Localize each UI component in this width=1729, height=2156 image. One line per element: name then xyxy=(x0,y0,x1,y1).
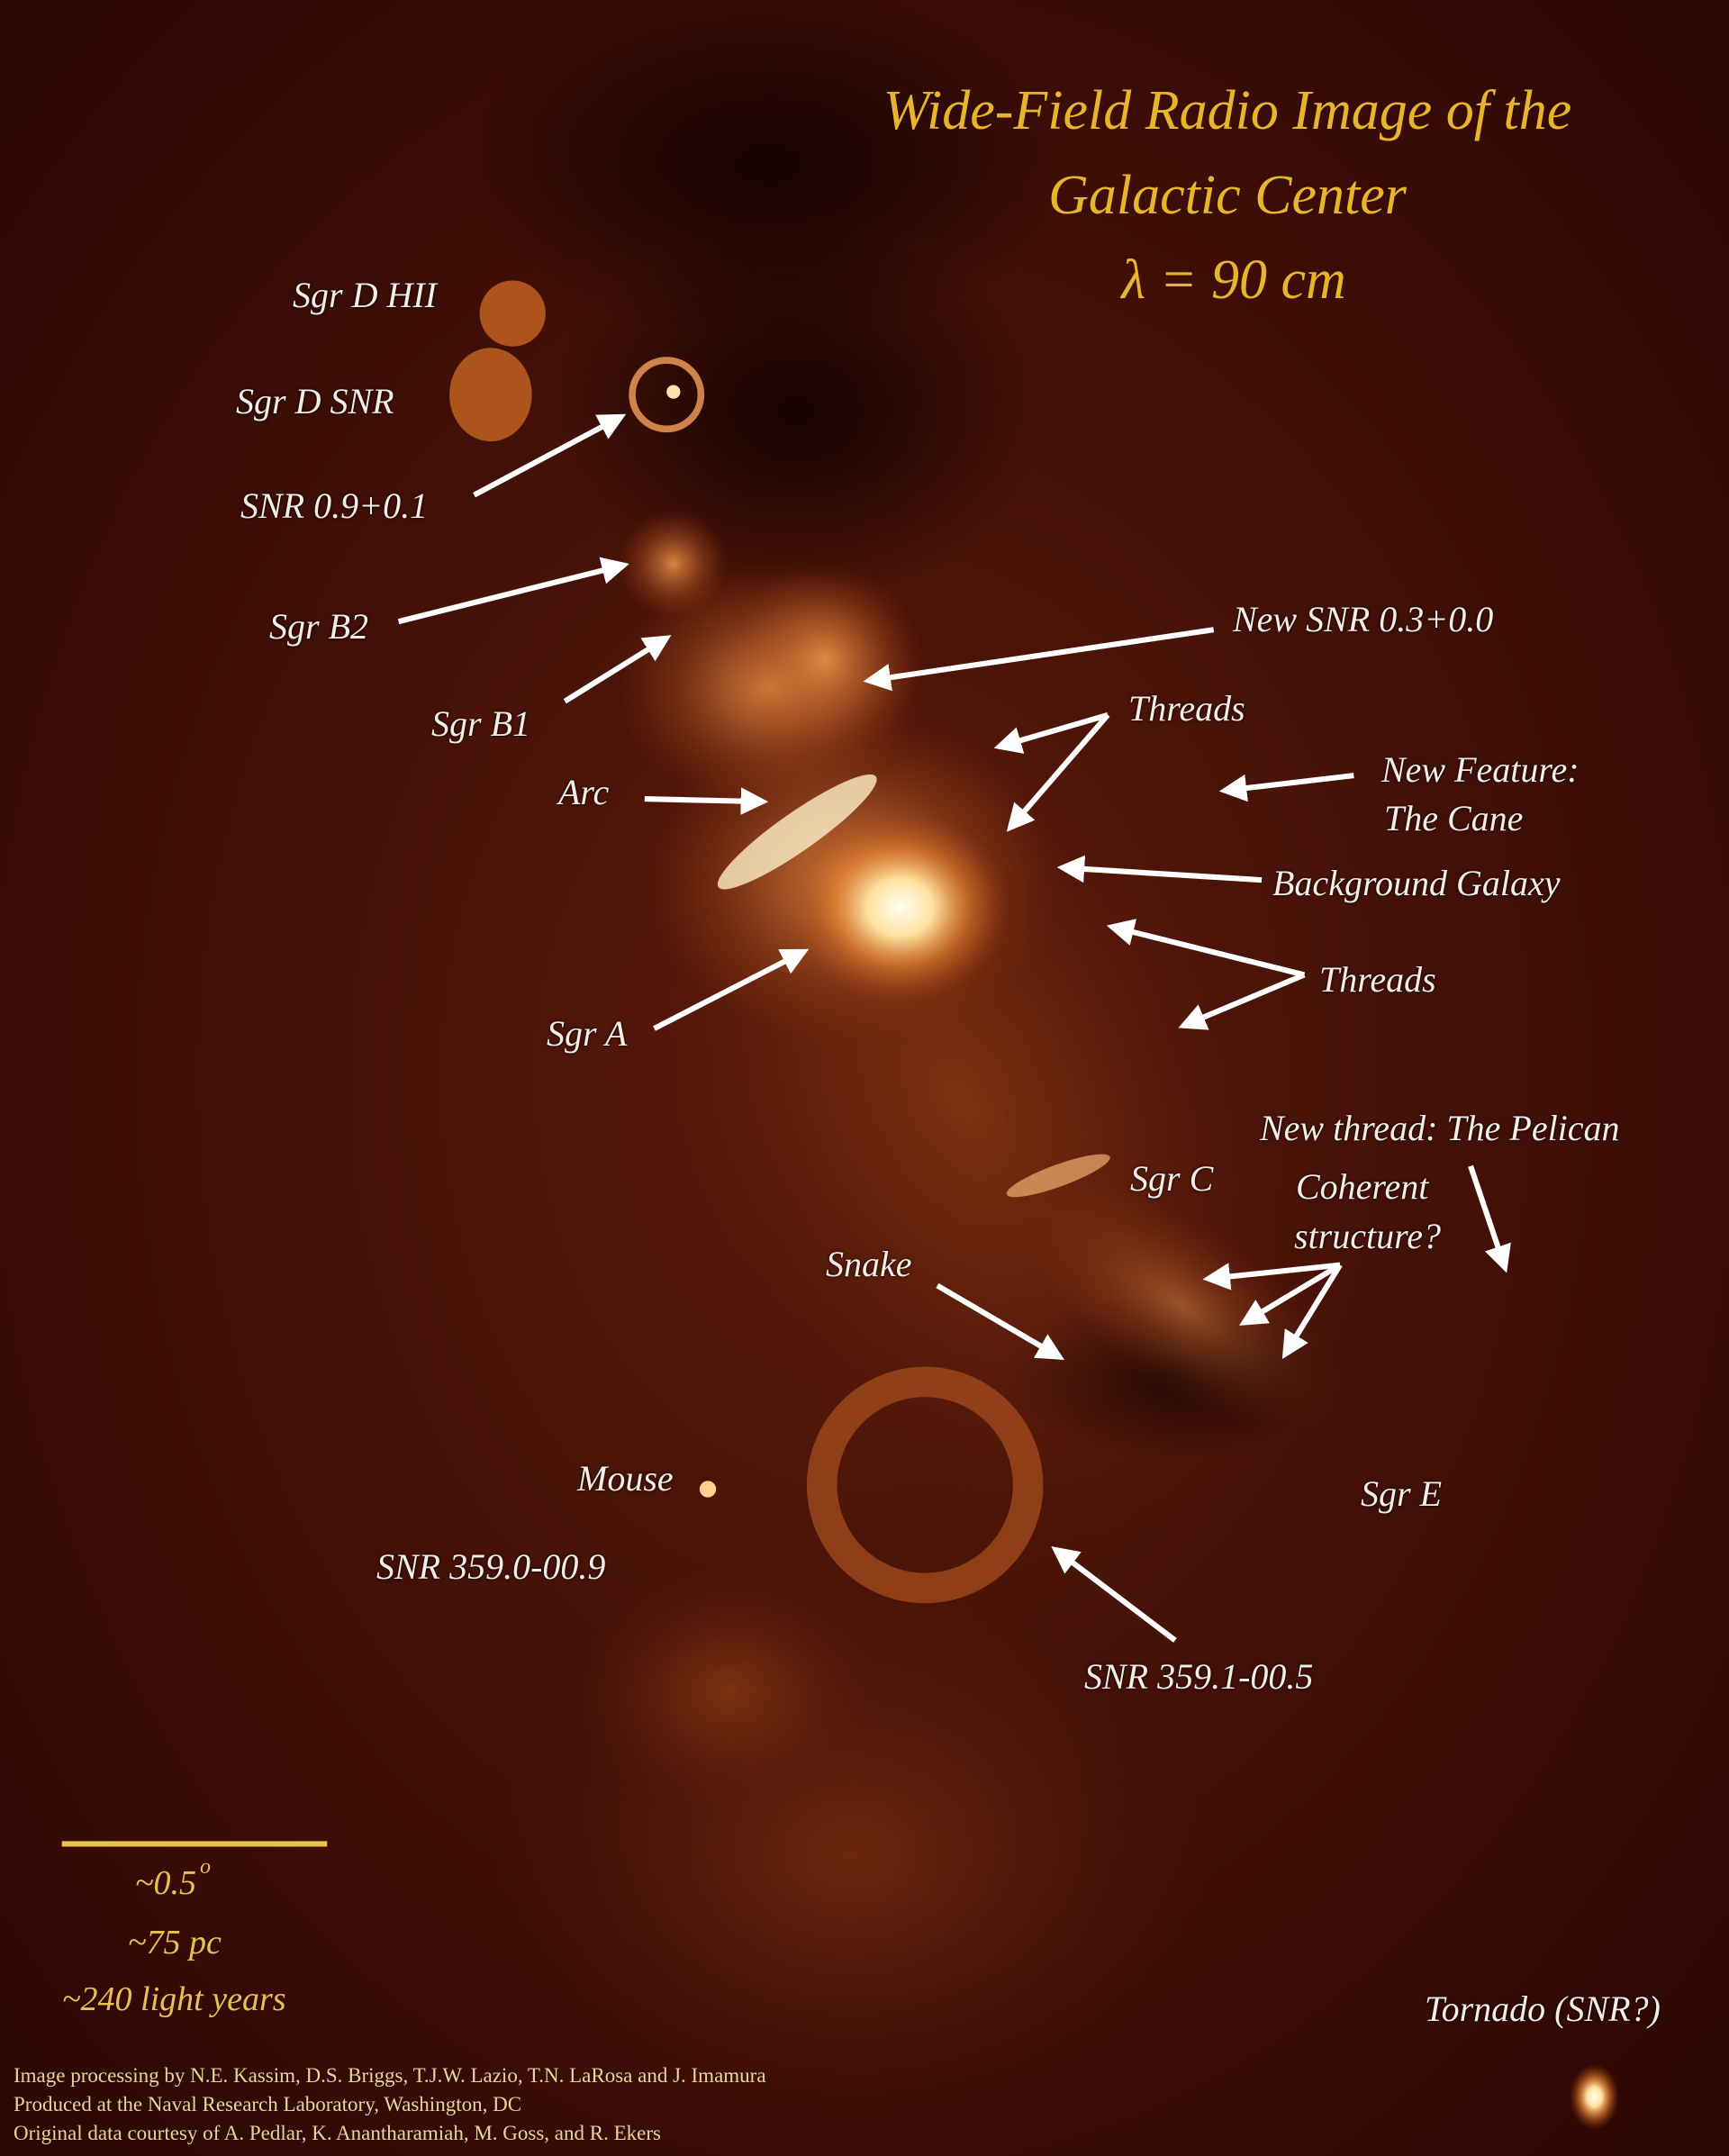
label-sgr-c: Sgr C xyxy=(1130,1158,1214,1199)
label-coherent: Coherent xyxy=(1296,1166,1429,1207)
credit-processing: Image processing by N.E. Kassim, D.S. Br… xyxy=(14,2064,766,2087)
label-arc: Arc xyxy=(558,772,610,812)
title-line-2: Galactic Center xyxy=(1048,165,1407,226)
label-sgr-d-snr: Sgr D SNR xyxy=(236,381,394,421)
arrow-sgr-a xyxy=(653,948,810,1031)
arrow-sgr-b2 xyxy=(397,557,629,625)
label-tornado: Tornado (SNR?) xyxy=(1425,1988,1661,2029)
scale-angle-value: ~0.5 xyxy=(135,1864,197,1902)
arrow-arc xyxy=(644,787,769,815)
arrow-threads-2a xyxy=(1106,919,1306,978)
arrow-cane xyxy=(1218,773,1354,802)
label-sgr-b1: Sgr B1 xyxy=(431,703,530,744)
arrow-threads-1b xyxy=(1006,712,1110,832)
arrow-sgr-b1 xyxy=(563,635,672,704)
scale-parsecs: ~75 pc xyxy=(128,1924,222,1961)
label-the-cane: The Cane xyxy=(1384,798,1524,838)
credit-produced: Produced at the Naval Research Laborator… xyxy=(14,2093,522,2115)
arrow-coherent-c xyxy=(1281,1264,1343,1360)
scale-light-years: ~240 light years xyxy=(62,1980,286,2018)
arrow-bg-galaxy xyxy=(1056,855,1263,883)
label-pelican: New thread: The Pelican xyxy=(1260,1108,1620,1148)
label-snr-359.1: SNR 359.1-00.5 xyxy=(1084,1656,1314,1697)
arrow-coherent-b xyxy=(1239,1263,1342,1326)
title-line-1: Wide-Field Radio Image of the xyxy=(883,80,1572,141)
label-structure: structure? xyxy=(1294,1216,1441,1256)
label-threads-1: Threads xyxy=(1128,688,1245,729)
label-snake: Snake xyxy=(826,1244,912,1284)
label-new-snr: New SNR 0.3+0.0 xyxy=(1233,599,1494,639)
arrow-threads-2b xyxy=(1178,972,1306,1030)
label-snr-359.0: SNR 359.0-00.9 xyxy=(376,1546,606,1587)
label-mouse: Mouse xyxy=(577,1458,674,1499)
arrow-pelican xyxy=(1468,1164,1511,1273)
arrow-threads-1a xyxy=(993,711,1109,754)
label-snr-0.9: SNR 0.9+0.1 xyxy=(240,485,429,526)
arrow-new-snr xyxy=(863,627,1215,692)
label-background-galaxy: Background Galaxy xyxy=(1272,863,1561,903)
label-threads-2: Threads xyxy=(1319,959,1436,1000)
label-sgr-a: Sgr A xyxy=(547,1013,628,1054)
label-sgr-d-hii: Sgr D HII xyxy=(293,275,437,315)
label-sgr-e: Sgr E xyxy=(1361,1473,1442,1514)
credit-data: Original data courtesy of A. Pedlar, K. … xyxy=(14,2122,661,2144)
label-sgr-b2: Sgr B2 xyxy=(269,606,368,647)
label-new-feature: New Feature: xyxy=(1381,749,1580,790)
arrow-snr-09 xyxy=(473,413,627,498)
arrow-snake xyxy=(936,1282,1064,1361)
scale-angle-unit: o xyxy=(200,1855,211,1879)
title-line-3: λ = 90 cm xyxy=(1121,249,1346,311)
arrow-coherent-a xyxy=(1202,1262,1341,1291)
arrow-snr-3591 xyxy=(1051,1545,1177,1643)
